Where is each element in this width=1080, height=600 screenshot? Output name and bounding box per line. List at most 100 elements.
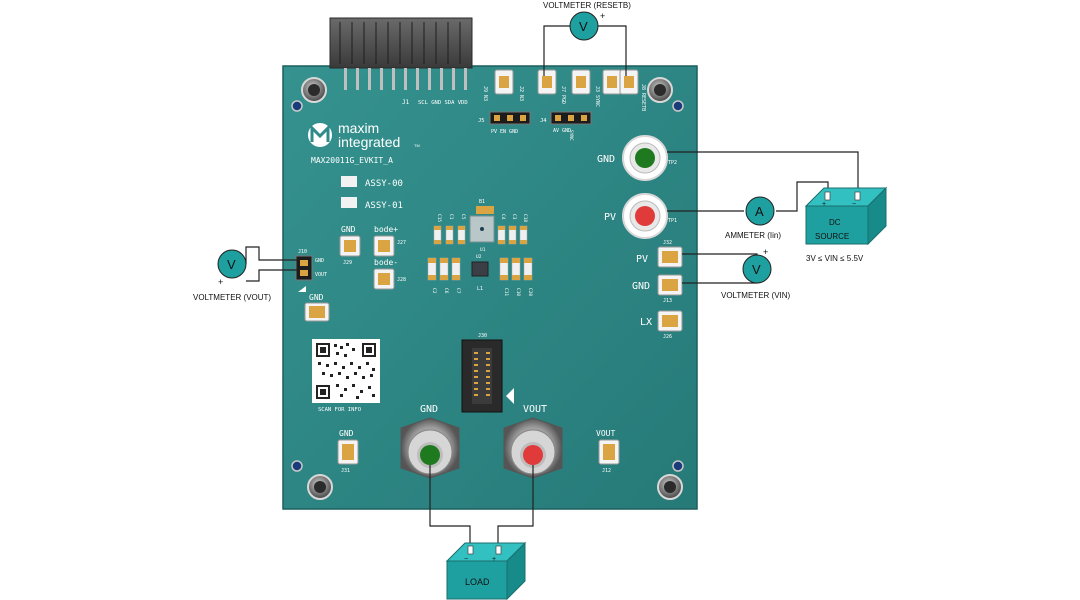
j4-sync: SYNC (568, 130, 574, 141)
pad-j10: J10 (298, 249, 307, 255)
assy-01: ASSY-01 (365, 201, 403, 211)
jack-vout-label: VOUT (523, 404, 547, 415)
voltmeter-resetb-v: V (579, 19, 588, 34)
j4-jumper: J4 AV GND SYNC (540, 111, 592, 141)
pad-pv-j32-label: PV (636, 254, 648, 265)
dc-source-range: 3V ≤ VIN ≤ 5.5V (806, 254, 864, 263)
jack-gnd-label: GND (420, 404, 438, 415)
j1-label: J1 (402, 99, 410, 106)
load-plus: + (492, 556, 496, 563)
j5-jumper: J5 PV EN GND (478, 111, 531, 135)
qr-scan-text: SCAN FOR INFO (318, 407, 361, 413)
header-label-j2: J2 N3 (518, 86, 524, 101)
tp1-label: TP1 (668, 218, 677, 224)
tp2-label: TP2 (668, 160, 677, 166)
pad-j31: J31 (341, 468, 350, 474)
pad-j12: J12 (602, 468, 611, 474)
right-pads: J32 PV GND J13 LX J26 (632, 240, 683, 340)
component-cluster: B1 C15 C1 C5 U1 C4 C3 C18 (427, 199, 533, 296)
j30-connector: J30 (461, 333, 514, 413)
pad-gnd-j29-label: GND (341, 225, 356, 234)
comp-c11: C11 (503, 288, 509, 296)
comp-c5: C5 (460, 214, 466, 220)
maxim-logo: maxim integrated TM MAX20011G_EVKIT_A (308, 120, 420, 165)
tp2-gnd-label: GND (597, 154, 615, 165)
voltmeter-vin-label: VOLTMETER (VIN) (721, 291, 791, 300)
header-label-j3: J3 SYNC (594, 86, 600, 107)
j5-label: J5 (478, 118, 485, 124)
voltmeter-vin: V + VOLTMETER (VIN) (721, 247, 791, 300)
dc-source-minus: − (852, 201, 856, 208)
j30-label: J30 (478, 333, 487, 339)
test-point-tp1: PV TP1 (604, 193, 677, 239)
voltmeter-resetb: VOLTMETER (RESETB) V + (543, 1, 631, 41)
pcb-board (282, 65, 698, 510)
board-name: MAX20011G_EVKIT_A (311, 156, 393, 165)
pad-j28: J28 (397, 277, 406, 283)
pad-gnd-left-label: GND (309, 293, 324, 302)
j4-label: J4 (540, 118, 547, 124)
jack-gnd: GND (400, 404, 460, 479)
pad-vout-j12-label: VOUT (596, 429, 615, 438)
ammeter-label: AMMETER (Iin) (725, 231, 781, 240)
pad-j10-gnd: GND (315, 258, 324, 264)
comp-c18: C18 (522, 214, 528, 222)
comp-c4: C4 (500, 214, 506, 220)
comp-u2: U2 (476, 254, 482, 260)
voltmeter-vout-v: V (227, 257, 236, 272)
comp-c15: C15 (436, 214, 442, 222)
comp-c1: C1 (448, 214, 454, 220)
b1-label: B1 (479, 199, 485, 205)
test-point-tp2: GND TP2 (597, 135, 677, 181)
pad-j27: J27 (397, 240, 406, 246)
voltmeter-resetb-label: VOLTMETER (RESETB) (543, 1, 631, 10)
bottom-pads: GND J31 VOUT J12 (337, 429, 620, 474)
left-pads: GND J29 bode+ J27 bode- J28 J10 GND VOUT… (295, 225, 406, 322)
header-label-j7: J7 PGD (560, 86, 566, 104)
assy-00: ASSY-00 (365, 179, 403, 189)
assy-marks: ASSY-00 ASSY-01 (341, 176, 403, 211)
comp-l1: L1 (477, 286, 483, 292)
jack-vout: VOUT (503, 404, 563, 479)
pad-gnd-j31-label: GND (339, 429, 354, 438)
voltmeter-vout-label: VOLTMETER (VOUT) (193, 293, 271, 302)
comp-c20: C20 (527, 288, 533, 296)
j5-pins: PV EN GND (491, 129, 518, 135)
qr-code: SCAN FOR INFO (312, 339, 380, 413)
dc-source-line2: SOURCE (815, 232, 849, 241)
comp-c7: C7 (455, 288, 461, 294)
voltmeter-vout-plus: + (218, 277, 223, 287)
dc-source: + − DC SOURCE 3V ≤ VIN ≤ 5.5V (804, 186, 888, 263)
comp-c10: C10 (515, 288, 521, 296)
j4-pins: AV GND (553, 128, 571, 134)
voltmeter-vin-v: V (752, 262, 761, 277)
load-minus: − (464, 556, 468, 563)
pad-lx-label: LX (640, 317, 652, 328)
logo-maxim: maxim (338, 120, 379, 136)
voltmeter-vin-plus: + (763, 247, 768, 257)
load-box: − + LOAD (445, 541, 527, 600)
top-headers: J9 N3 J2 N3 J7 PGD J3 SYNC J8 RESETB (482, 69, 646, 111)
comp-c6: C6 (443, 288, 449, 294)
j1-pins: SCL GND SDA VDD (418, 100, 468, 106)
logo-integrated: integrated (338, 134, 400, 150)
dc-source-plus: + (822, 201, 826, 208)
comp-c3: C3 (511, 214, 517, 220)
header-label-j8: J8 RESETB (640, 84, 646, 111)
pad-j32: J32 (663, 240, 672, 246)
pad-j13: J13 (663, 298, 672, 304)
voltmeter-vout: V + VOLTMETER (VOUT) (193, 249, 271, 302)
comp-c2: C2 (431, 288, 437, 294)
ammeter: A AMMETER (Iin) (725, 196, 781, 240)
j1-connector: J1 SCL GND SDA VDD (329, 17, 473, 106)
header-label-j9: J9 N3 (482, 86, 488, 101)
pad-gnd-j13-label: GND (632, 281, 650, 292)
ammeter-a: A (755, 204, 764, 219)
comp-u1: U1 (480, 247, 486, 253)
logo-tm: TM (414, 143, 420, 148)
voltmeter-resetb-plus: + (600, 11, 605, 21)
pad-j10-vout: VOUT (315, 272, 327, 278)
dc-source-line1: DC (829, 218, 841, 227)
pad-j29: J29 (343, 260, 352, 266)
pad-bode-plus-label: bode+ (374, 225, 398, 234)
